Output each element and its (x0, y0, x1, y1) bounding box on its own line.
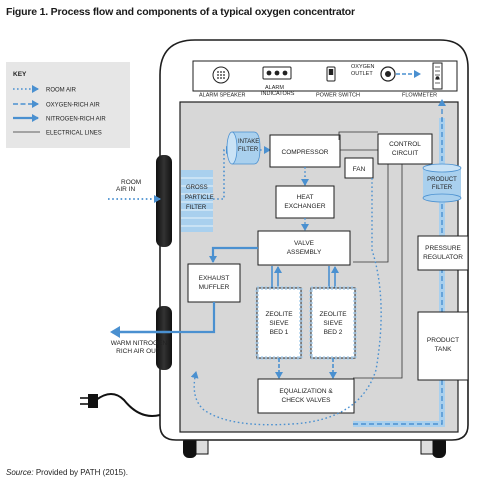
valve-assembly-label-1: VALVE (294, 240, 315, 247)
product-filter (422, 163, 462, 203)
intake-grille (156, 155, 172, 247)
nitrogen-out-label-2: RICH AIR OUT (116, 348, 160, 355)
valve-assembly-label-2: ASSEMBLY (287, 249, 322, 256)
pressure-regulator-label-2: REGULATOR (423, 254, 463, 261)
alarm-indicators-label-2: INDICATORS (261, 91, 295, 97)
intake-filter-label-2: FILTER (238, 147, 259, 153)
control-circuit-label-1: CONTROL (389, 141, 421, 148)
sieve-bed-1-label-2: SIEVE (269, 320, 289, 327)
flowmeter-label: FLOWMETER (402, 93, 437, 99)
key-electrical-lines: ELECTRICAL LINES (46, 131, 102, 137)
intake-filter-label-1: INTAKE (238, 139, 259, 145)
key-heading: KEY (13, 71, 27, 78)
product-path (353, 99, 446, 427)
equalization-check-valves (257, 378, 355, 414)
control-circuit-label-2: CIRCUIT (392, 150, 418, 157)
control-circuit (377, 133, 433, 165)
valve-assembly (257, 230, 351, 266)
oxygen-outlet-label-1: OXYGEN (351, 64, 375, 70)
sieve-bed-2-label-1: ZEOLITE (319, 311, 347, 318)
gross-filter-label-1: GROSS (186, 185, 208, 191)
gross-filter-label-2: PARTICLE (185, 195, 214, 201)
fan-label: FAN (353, 166, 366, 173)
intake-filter (226, 131, 261, 165)
key-legend: KEY ROOM AIR OXYGEN-RICH AIR NITROGEN-RI… (6, 62, 130, 148)
source-label: Source: (6, 468, 34, 477)
alarm-indicators (262, 66, 292, 80)
heat-exchanger (275, 185, 335, 219)
equalization-label-1: EQUALIZATION & (279, 388, 333, 395)
oxygen-outlet[interactable] (380, 66, 396, 82)
source-text: Provided by PATH (2015). (35, 468, 128, 477)
heat-exchanger-label-1: HEAT (297, 194, 314, 201)
nitrogen-out-label-1: WARM NITROGEN- (111, 340, 170, 347)
figure-source: Source: Provided by PATH (2015). (6, 468, 128, 477)
compressor (269, 134, 341, 168)
power-cord (80, 393, 161, 417)
flowmeter[interactable] (432, 62, 443, 90)
outlet-grille (156, 306, 172, 370)
fan (344, 157, 374, 179)
product-filter-label-2: FILTER (432, 185, 453, 191)
oxygen-outlet-label-2: OUTLET (351, 71, 373, 77)
product-tank-label-2: TANK (435, 346, 453, 353)
alarm-speaker (212, 66, 230, 84)
sieve-bed-1-label-3: BED 1 (270, 329, 289, 336)
power-switch-label: POWER SWITCH (316, 93, 360, 99)
room-air-in-label-2: AIR IN (116, 186, 135, 193)
electrical-lines (338, 131, 403, 379)
power-switch[interactable] (326, 66, 336, 82)
heat-exchanger-label-2: EXCHANGER (284, 203, 325, 210)
sieve-bed-2-label-3: BED 2 (324, 329, 343, 336)
sieve-bed-1-label-1: ZEOLITE (265, 311, 293, 318)
sieve-bed-2-label-2: SIEVE (323, 320, 343, 327)
exhaust-muffler (187, 263, 241, 303)
figure-title: Figure 1. Process flow and components of… (6, 6, 355, 18)
key-oxygen-rich-air: OXYGEN-RICH AIR (46, 103, 100, 109)
pressure-regulator-label-1: PRESSURE (425, 245, 461, 252)
compressor-label: COMPRESSOR (282, 149, 329, 156)
product-tank-label-1: PRODUCT (427, 337, 459, 344)
room-air-in-label-1: ROOM (121, 179, 141, 186)
alarm-speaker-label: ALARM SPEAKER (199, 93, 245, 99)
equalization-label-2: CHECK VALVES (282, 397, 332, 404)
product-filter-label-1: PRODUCT (427, 177, 457, 183)
pressure-regulator (417, 235, 469, 271)
key-room-air: ROOM AIR (46, 88, 77, 94)
key-nitrogen-rich-air: NITROGEN-RICH AIR (46, 117, 106, 123)
exhaust-muffler-label-2: MUFFLER (199, 284, 230, 291)
product-tank (417, 311, 469, 381)
gross-particle-filter (181, 170, 213, 232)
gross-filter-label-3: FILTER (186, 205, 207, 211)
exhaust-muffler-label-1: EXHAUST (199, 275, 230, 282)
alarm-indicators-label-1: ALARM (265, 85, 284, 91)
control-panel (192, 60, 458, 92)
